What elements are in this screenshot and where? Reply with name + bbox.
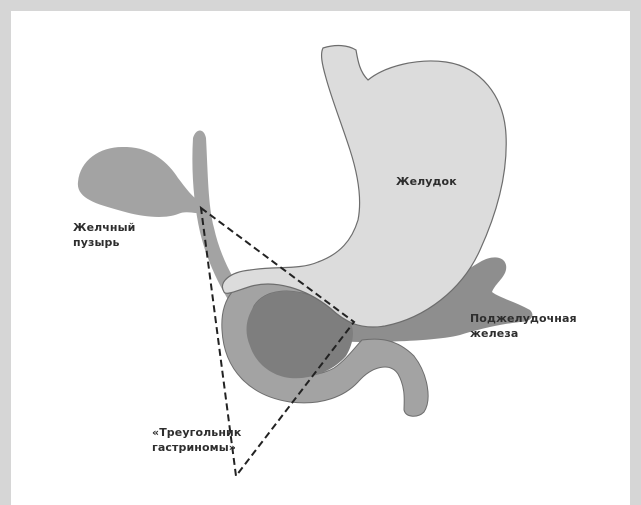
gastrinoma-triangle-label-line1: «Треугольник bbox=[152, 425, 241, 440]
gastrinoma-triangle-label: «Треугольник гастриномы» bbox=[152, 425, 241, 455]
stomach-label-text: Желудок bbox=[396, 175, 457, 188]
gallbladder-shape bbox=[78, 147, 208, 217]
pancreas-label: Поджелудочная железа bbox=[470, 311, 577, 341]
gastrinoma-triangle-label-line2: гастриномы» bbox=[152, 440, 241, 455]
gallbladder-label-line2: пузырь bbox=[73, 235, 136, 250]
pancreas-label-line1: Поджелудочная bbox=[470, 311, 577, 326]
stomach-label: Желудок bbox=[396, 174, 457, 189]
gallbladder-label-line1: Желчный bbox=[73, 220, 136, 235]
gallbladder-label: Желчный пузырь bbox=[73, 220, 136, 250]
pancreas-label-line2: железа bbox=[470, 326, 577, 341]
